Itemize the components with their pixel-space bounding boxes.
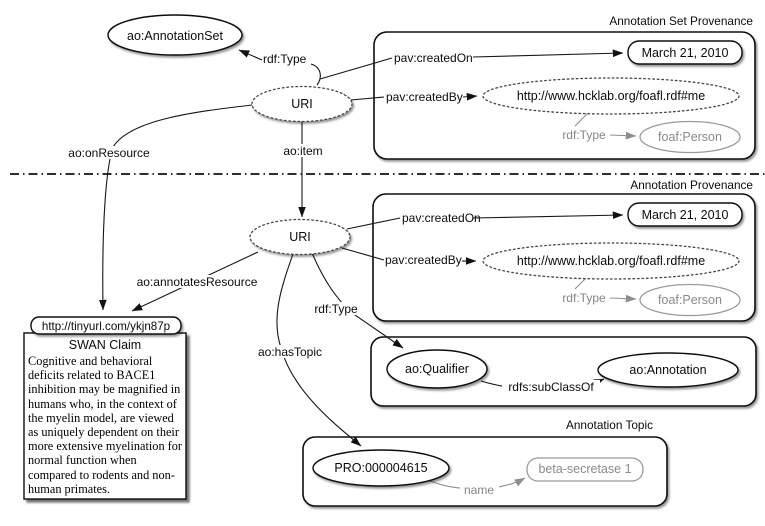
edge-rdftype-set-arrow — [238, 49, 263, 61]
pro-node — [312, 449, 450, 487]
name-value-node — [526, 457, 644, 482]
ann-createdon-value-label: March 21, 2010 — [642, 208, 729, 222]
annotation-set-node — [107, 14, 243, 56]
set-createdon-value-node — [627, 40, 743, 65]
qualifier-node-label: ao:Qualifier — [405, 362, 469, 376]
edge-labels: rdf:Type ao:onResource ao:item ao:annota… — [63, 51, 606, 497]
ann-person-node — [639, 283, 741, 317]
resource-url-node — [30, 316, 182, 335]
set-person-node — [639, 120, 741, 154]
edge-ann-createdon-arrow — [472, 211, 624, 220]
annotation-set-node-label: ao:AnnotationSet — [127, 29, 223, 43]
edge-set-rdftype-arrow — [609, 131, 637, 140]
item-label-bg — [282, 144, 325, 157]
edge-label-rdftype-set: rdf:Type — [263, 52, 307, 66]
name-value-label: beta-secretase 1 — [538, 462, 631, 476]
hastopic-label-bg — [255, 345, 325, 358]
name-label-bg — [460, 484, 499, 496]
onresource-label-bg — [63, 146, 155, 159]
swan-claim-text: Cognitive and behavioral deficits relate… — [28, 354, 183, 496]
edge-uri2-createdby — [341, 247, 385, 261]
ann-createdon-label: pav:createdOn — [402, 211, 481, 225]
uri-set-node — [251, 85, 353, 123]
annotation-node — [597, 352, 739, 388]
annotates-label-bg — [133, 275, 262, 288]
qualifier-node — [386, 349, 488, 389]
annotation-set-provenance-title: Annotation Set Provenance — [609, 14, 753, 28]
ann-createdby-label: pav:createdBy — [385, 253, 462, 267]
annotation-provenance-title: Annotation Provenance — [630, 178, 753, 192]
set-person-label: foaf:Person — [658, 130, 722, 144]
set-rdftype-label: rdf:Type — [562, 128, 606, 142]
set-createdon-label: pav:createdOn — [394, 51, 473, 65]
rdftype-ann-label-bg — [312, 302, 361, 315]
edge-label-rdftype-annotation: rdf:Type — [314, 302, 358, 316]
set-createdby-label: pav:createdBy — [386, 90, 463, 104]
set-createdby-value-node — [482, 77, 740, 115]
edge-label-item: ao:item — [283, 144, 322, 158]
edge-rdftype-set-curve — [310, 63, 321, 86]
uri-set-node-label: URI — [291, 97, 313, 111]
set-createdon-value-label: March 21, 2010 — [642, 46, 729, 60]
ann-createdon-value-node — [627, 202, 743, 227]
ann-createdby-value-label: http://www.hcklab.org/foafl.rdf#me — [517, 254, 705, 268]
swan-claim-title: SWAN Claim — [69, 338, 141, 352]
edge-set-createdby-arrow — [462, 92, 478, 101]
edge-uri2-createdon — [346, 217, 401, 230]
edge-ann-rdftype-arrow — [609, 294, 637, 303]
edge-set-createdon-arrow — [472, 49, 624, 58]
set-createdby-value-label: http://www.hcklab.org/foafl.rdf#me — [517, 89, 705, 103]
edge-label-subclass-of: rdfs:subClassOf — [508, 380, 594, 394]
edge-uri1-createdby — [350, 96, 385, 101]
resource-url-label: http://tinyurl.com/ykjn87p — [42, 320, 170, 333]
edge-label-on-resource: ao:onResource — [68, 146, 150, 160]
edge-label-name: name — [464, 483, 494, 497]
ann-createdby-value-node — [482, 242, 740, 280]
edge-label-annotates-resource: ao:annotatesResource — [137, 275, 258, 289]
ann-person-label: foaf:Person — [658, 293, 722, 307]
edge-uri1-createdon — [319, 57, 393, 80]
annotation-node-label: ao:Annotation — [629, 363, 706, 377]
swan-claim-box — [23, 332, 187, 500]
graph-nodes: ao:AnnotationSet URI March 21, 2010 http… — [23, 14, 743, 500]
pro-node-label: PRO:000004615 — [334, 461, 427, 475]
ann-rdftype-label: rdf:Type — [562, 291, 606, 305]
annotation-topic-title: Annotation Topic — [566, 418, 653, 432]
subclass-label-bg — [502, 380, 600, 393]
uri-annotation-node — [249, 218, 351, 256]
edge-label-has-topic: ao:hasTopic — [258, 345, 322, 359]
uri-annotation-node-label: URI — [289, 230, 311, 244]
